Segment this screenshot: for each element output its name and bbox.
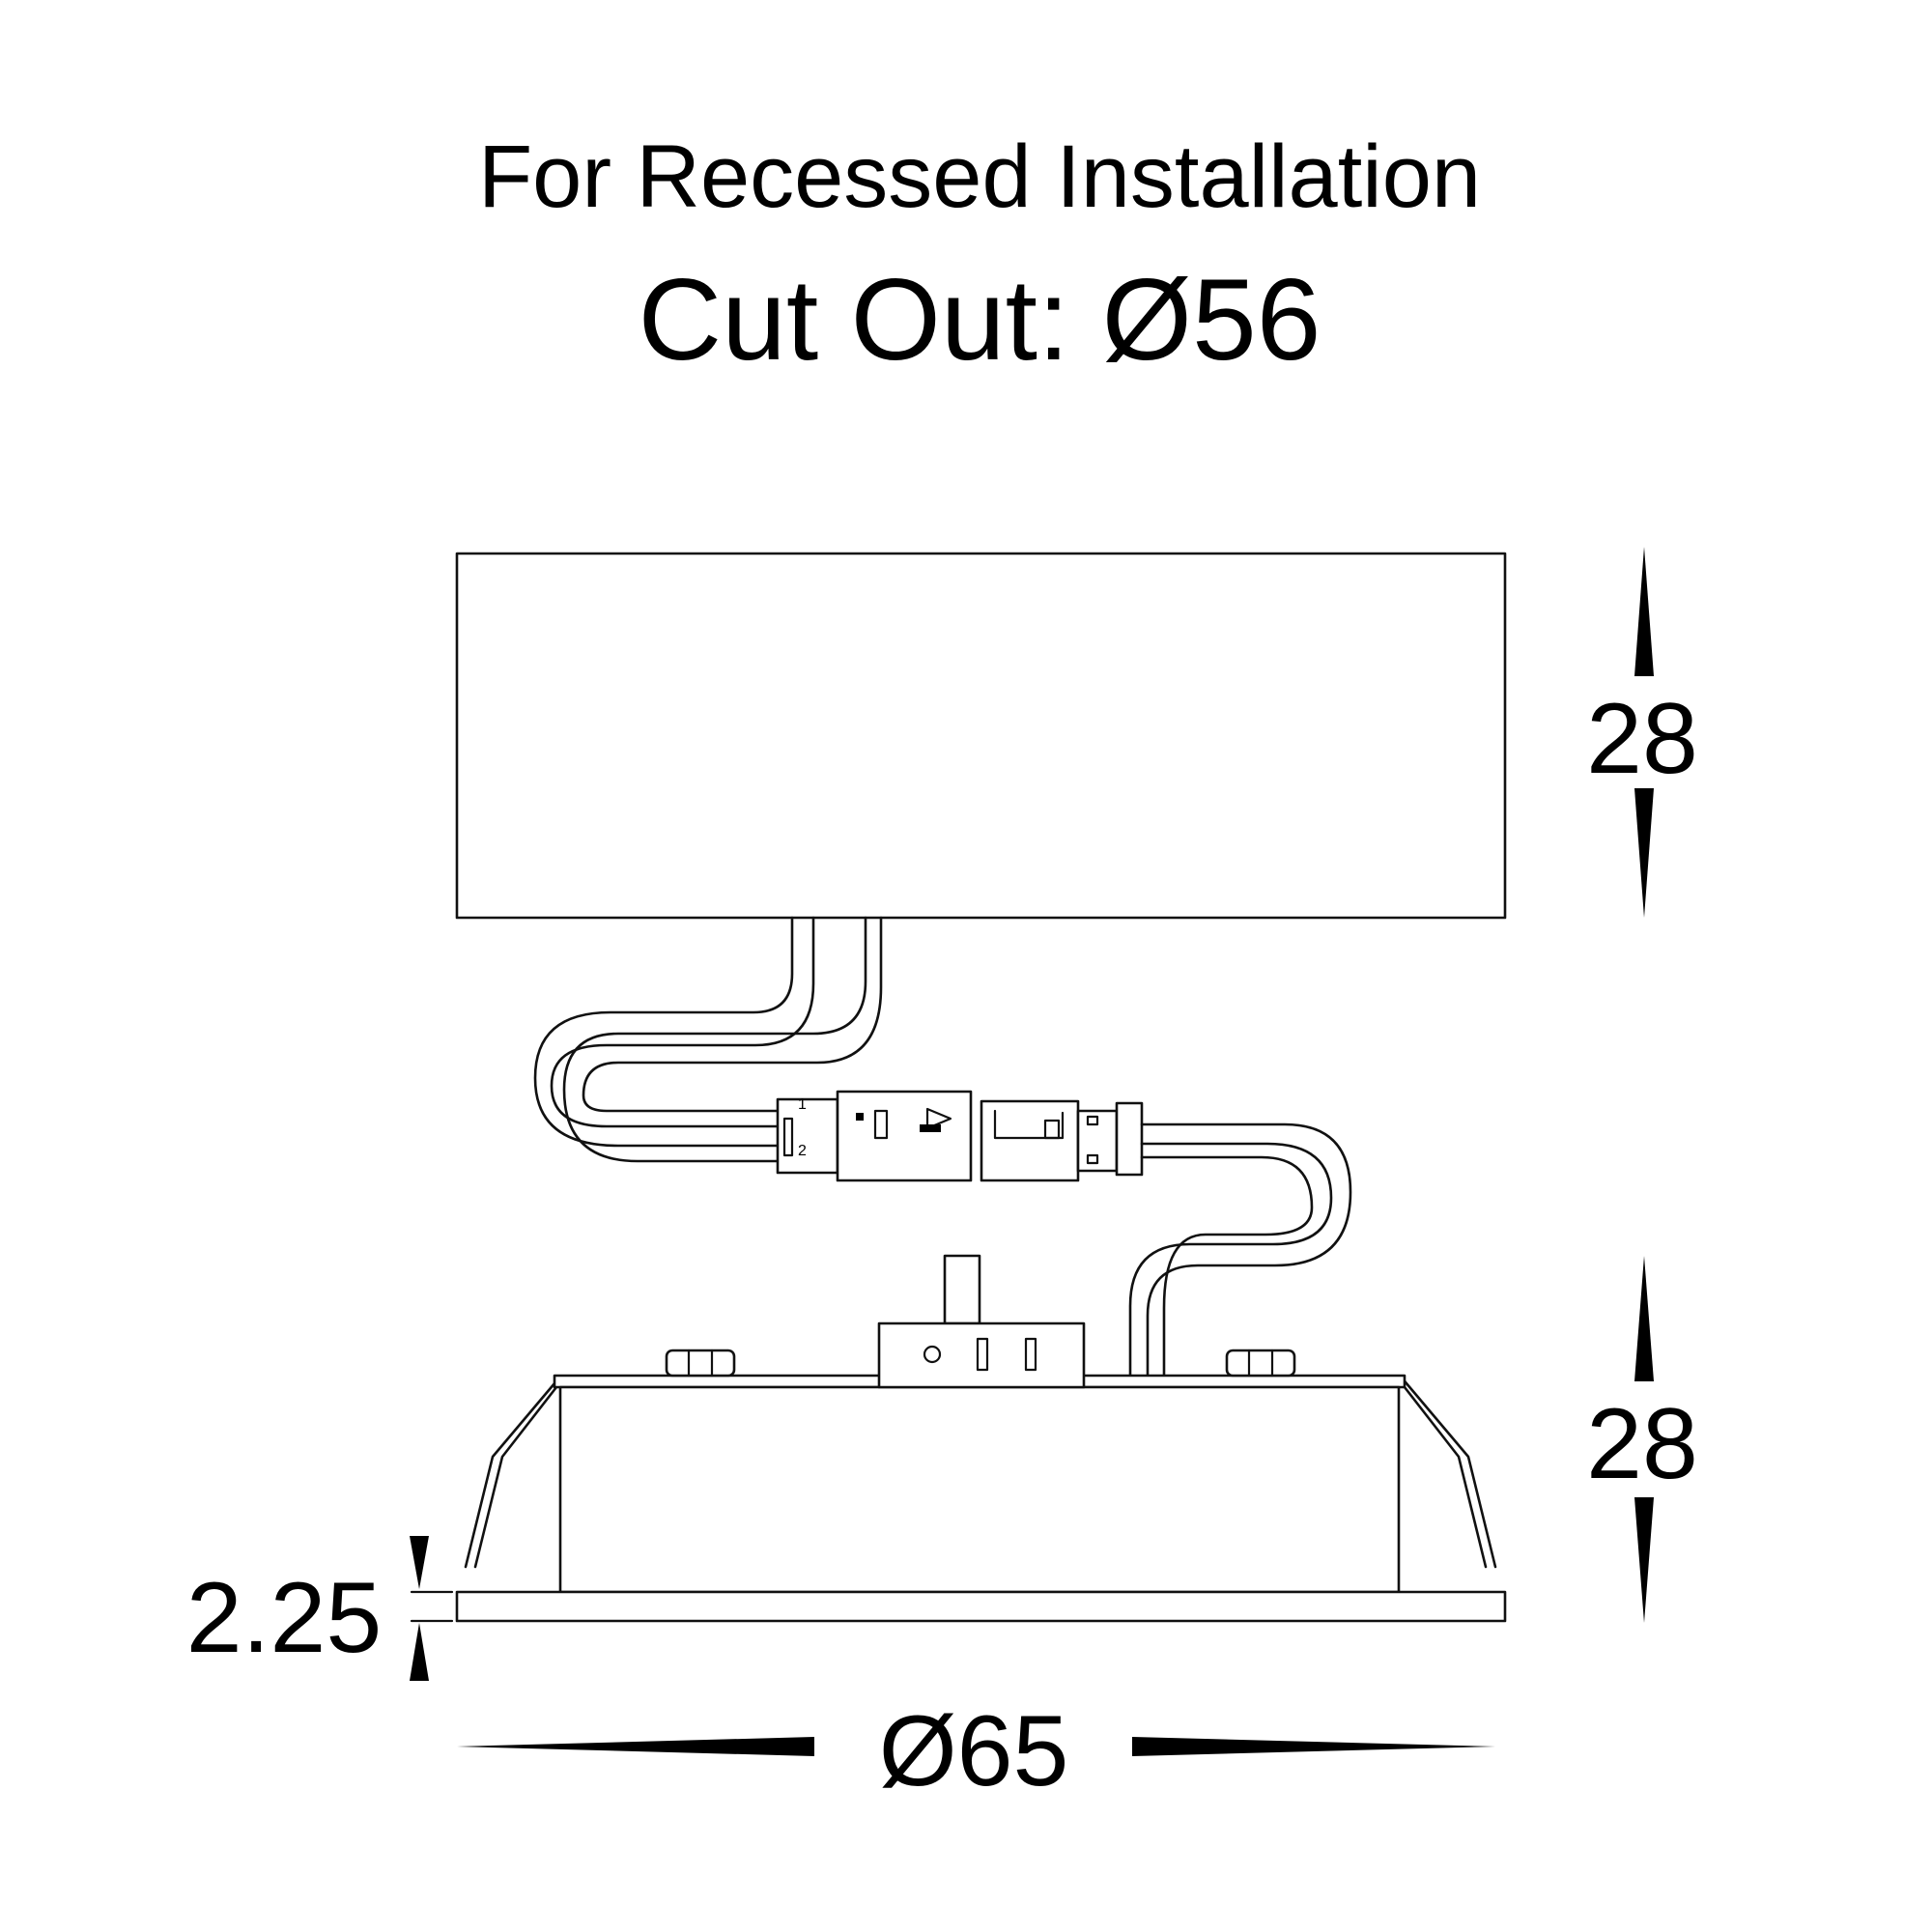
- flange: [455, 1590, 1507, 1623]
- flange-thickness-label: 2.25: [186, 1562, 382, 1674]
- fitting-body: [455, 1254, 1507, 1623]
- drawing-title: For Recessed Installation: [478, 128, 1481, 226]
- diameter-dimension: Ø65: [457, 1695, 1495, 1807]
- cutout-label: Cut Out: Ø56: [639, 255, 1321, 384]
- upper-cable: [533, 916, 883, 1163]
- driver-box: [455, 552, 1507, 920]
- driver-height-label: 28: [1586, 683, 1698, 795]
- driver-height-dimension: 28: [1586, 547, 1698, 918]
- pin-label-2: 2: [798, 1143, 807, 1159]
- pin-label-1: 1: [798, 1096, 807, 1113]
- fitting-height-dimension: 28: [1586, 1256, 1698, 1623]
- connector-socket: [980, 1099, 1144, 1182]
- fitting-height-label: 28: [1586, 1388, 1698, 1500]
- diameter-label: Ø65: [879, 1695, 1069, 1807]
- flange-thickness-dimension: 2.25: [186, 1536, 454, 1681]
- connector-plug: 1 2: [776, 1090, 973, 1182]
- lower-cable: [1128, 1122, 1352, 1378]
